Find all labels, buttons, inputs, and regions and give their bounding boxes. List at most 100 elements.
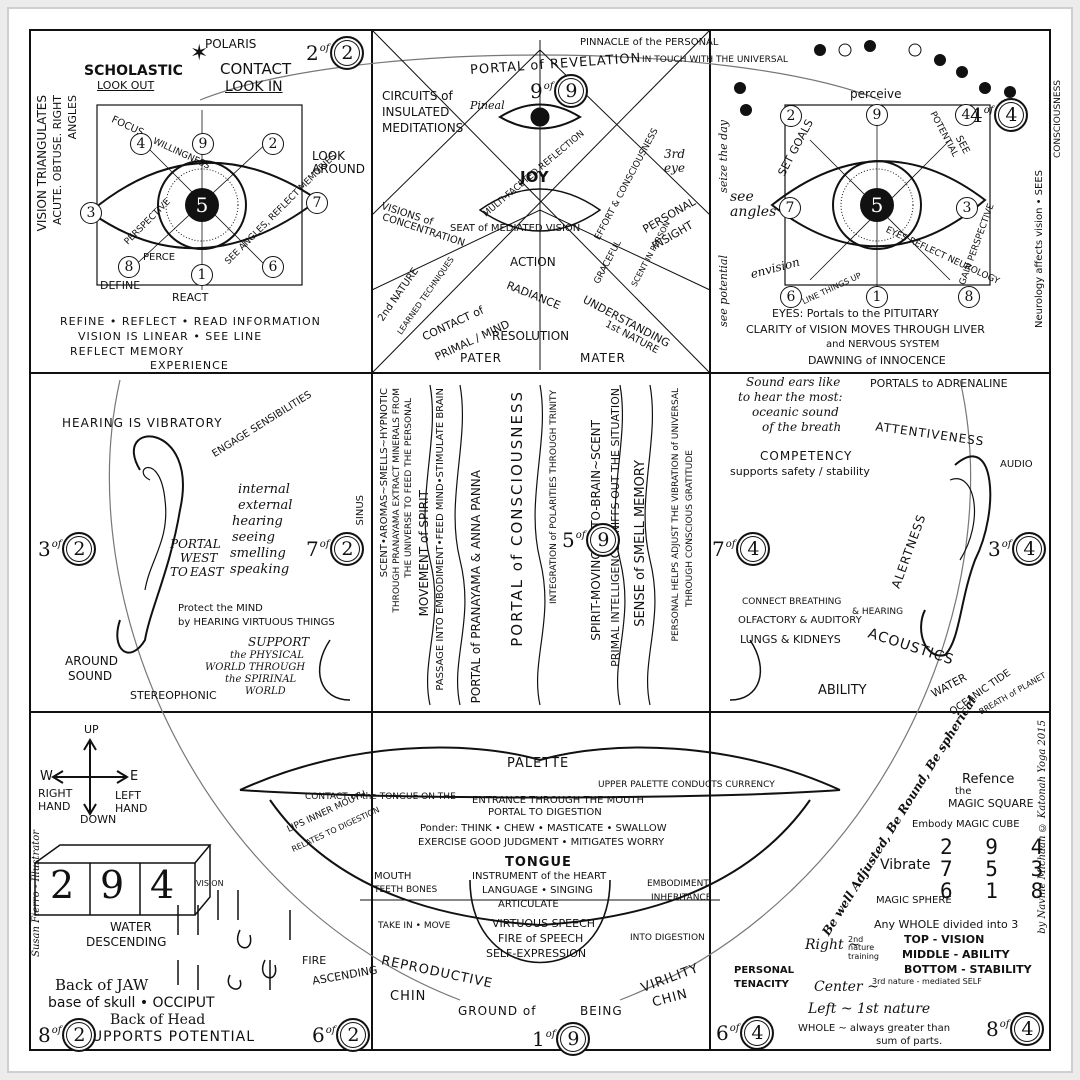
center-col-3: THE UNIVERSE TO FEED THE PERSONAL bbox=[404, 398, 414, 578]
cube-digit-4: 4 bbox=[150, 863, 175, 907]
chin-left: CHIN bbox=[390, 989, 427, 1004]
center-col-7: PORTAL of CONSCIOUSNESS bbox=[508, 390, 526, 647]
sense-external: external bbox=[238, 498, 293, 513]
contact-label: CONTACT bbox=[220, 60, 292, 78]
grid-lines bbox=[29, 29, 1051, 1051]
refine-line: REFINE • REFLECT • READ INFORMATION bbox=[60, 315, 321, 328]
resolution-label: RESOLUTION bbox=[492, 329, 570, 343]
refence-2: the bbox=[955, 786, 972, 797]
virtuous-speech: VIRTUOUS SPEECH bbox=[492, 917, 596, 930]
right-label: Right ~ bbox=[805, 937, 860, 953]
ground-of: GROUND of bbox=[458, 1004, 537, 1018]
square-row-3: 6 1 8 bbox=[940, 879, 1054, 903]
stereophonic-label: STEREOPHONIC bbox=[130, 689, 217, 702]
teeth-bones: TEETH BONES bbox=[374, 885, 438, 895]
center-col-1: SCENT•AROMAS~SMELLS~HYPNOTIC bbox=[379, 388, 390, 578]
center-col-5: PASSAGE INTO EMBODIMENT•FEED MIND•STIMUL… bbox=[435, 388, 446, 691]
audio-label: AUDIO bbox=[1000, 459, 1033, 470]
perceive-label: perceive bbox=[850, 87, 902, 101]
water-1: WATER bbox=[110, 920, 152, 934]
illustrator-credit: Susan Fierro - Illustrator bbox=[31, 830, 42, 957]
third-eye-eye: eye bbox=[664, 161, 685, 175]
down-label: DOWN bbox=[80, 813, 117, 826]
right-pupil-5: 5 bbox=[860, 188, 894, 222]
consciousness-side: CONSCIOUSNESS bbox=[1053, 80, 1063, 158]
sound-label: SOUND bbox=[68, 669, 113, 683]
vision-linear-line: VISION IS LINEAR • SEE LINE bbox=[78, 330, 263, 343]
mark-3: 3 bbox=[956, 197, 978, 219]
joy-label: JOY bbox=[520, 168, 549, 186]
mark-7: 7 bbox=[779, 197, 801, 219]
mouth-drawing bbox=[239, 746, 841, 964]
angles-label: ANGLES bbox=[66, 95, 79, 140]
tongue-label: TONGUE bbox=[505, 855, 572, 870]
portals-adrenaline: PORTALS to ADRENALINE bbox=[870, 377, 1008, 390]
square-row-1: 2 9 4 bbox=[940, 835, 1054, 859]
mouth-label: MOUTH bbox=[374, 871, 412, 882]
neurology-side: Neurology affects vision • SEES bbox=[1034, 170, 1045, 329]
clarity-of-vision: CLARITY of VISION MOVES THROUGH LIVER bbox=[746, 323, 985, 336]
mark-2: 2 bbox=[780, 105, 802, 127]
left-hand-1: LEFT bbox=[115, 789, 141, 802]
vibrate-label: Vibrate bbox=[880, 857, 931, 873]
back-of-head: Back of Head bbox=[110, 1012, 206, 1028]
ability-label: ABILITY bbox=[818, 683, 867, 698]
lungs-kidneys: LUNGS & KIDNEYS bbox=[740, 633, 841, 646]
scholastic-label: SCHOLASTIC bbox=[84, 63, 183, 79]
entrance-mouth: ENTRANCE THROUGH THE MOUTH bbox=[472, 795, 645, 806]
fire-of-speech: FIRE of SPEECH bbox=[498, 932, 584, 945]
see-potential: see potential bbox=[717, 255, 730, 327]
look-in-label: LOOK IN bbox=[225, 79, 283, 95]
mark-9: 9 bbox=[866, 104, 888, 126]
mark-9: 9 bbox=[192, 133, 214, 155]
any-whole: Any WHOLE divided into 3 bbox=[874, 918, 1019, 931]
nervous-system: and NERVOUS SYSTEM bbox=[826, 339, 940, 350]
magic-square-label: MAGIC SQUARE bbox=[948, 797, 1034, 810]
vision-triangulates: VISION TRIANGULATES bbox=[35, 95, 49, 232]
up-label: UP bbox=[84, 723, 99, 736]
connect-breathing: CONNECT BREATHING bbox=[742, 597, 842, 607]
west-label: WEST bbox=[180, 551, 218, 565]
mark-6: 6 bbox=[262, 256, 284, 278]
center-col-8: INTEGRATION of POLARITIES THROUGH TRINIT… bbox=[549, 390, 559, 605]
polaris-star-icon: ✶ bbox=[190, 41, 209, 66]
seize-day: seize the day bbox=[717, 120, 730, 193]
support-2: the PHYSICAL bbox=[230, 650, 304, 661]
dawning-innocence: DAWNING of INNOCENCE bbox=[808, 354, 946, 367]
supports-safety: supports safety / stability bbox=[730, 465, 870, 478]
mark-6: 6 bbox=[780, 286, 802, 308]
pineal-label: Pineal bbox=[470, 99, 505, 112]
define-label: DEFINE bbox=[100, 279, 141, 292]
pinnacle-label: PINNACLE of the PERSONAL bbox=[580, 37, 719, 48]
center-col-12: PERSONAL HELPS ADJUST THE VIBRATION of U… bbox=[671, 388, 681, 642]
mark-8: 8 bbox=[118, 256, 140, 278]
see-angles-hand: see angles bbox=[730, 189, 777, 220]
insulated-label: INSULATED bbox=[382, 105, 450, 119]
sound-ears-3: oceanic sound bbox=[752, 405, 839, 419]
mark-4: 4 bbox=[130, 133, 152, 155]
and-hearing: & HEARING bbox=[852, 607, 904, 617]
seat-mediated-vision: SEAT of MEDIATED VISION bbox=[450, 223, 581, 234]
experience-line: EXPERIENCE bbox=[150, 359, 229, 372]
instrument-heart: INSTRUMENT of the HEART bbox=[472, 871, 607, 882]
tenacity-label: TENACITY bbox=[734, 979, 789, 990]
e-label: E bbox=[130, 769, 139, 784]
sense-hearing: hearing bbox=[232, 514, 283, 529]
sound-ears-1: Sound ears like bbox=[746, 375, 841, 389]
support-3: WORLD THROUGH bbox=[205, 662, 306, 673]
hearing-virtuous: by HEARING VIRTUOUS THINGS bbox=[178, 617, 335, 628]
left-hand-2: HAND bbox=[115, 802, 148, 815]
personal-label: PERSONAL bbox=[734, 965, 795, 976]
left-label: Left ~ 1st nature bbox=[808, 1001, 931, 1017]
language-singing: LANGUAGE • SINGING bbox=[482, 885, 593, 896]
water-2: DESCENDING bbox=[86, 935, 167, 949]
take-in-move: TAKE IN • MOVE bbox=[378, 921, 451, 931]
